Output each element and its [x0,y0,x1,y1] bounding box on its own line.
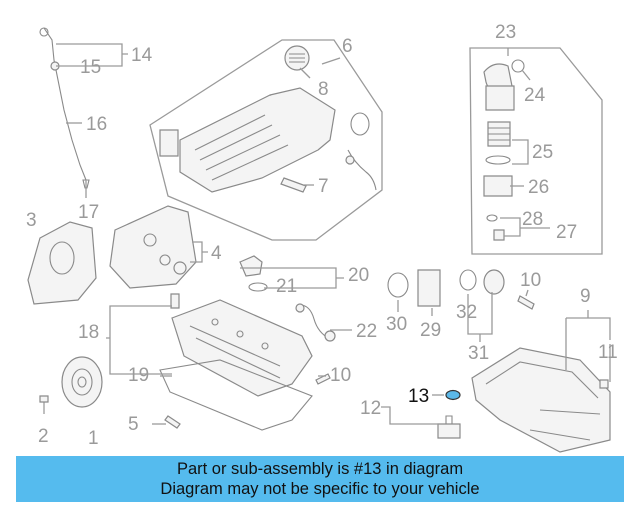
breather-pipe-part [295,303,336,342]
callout-5: 5 [128,414,139,435]
callout-28: 28 [522,209,543,230]
callout-22: 22 [356,321,377,342]
callout-10b: 10 [520,270,541,291]
callout-29: 29 [420,320,441,341]
washer-13-highlight[interactable] [445,389,461,401]
bolt-part [39,395,49,414]
callout-3: 3 [26,210,37,231]
callout-17: 17 [78,202,99,223]
callout-30: 30 [386,314,407,335]
callout-20: 20 [348,265,369,286]
callout-26: 26 [528,177,549,198]
valve-cover-part [159,293,313,431]
callout-8: 8 [318,79,329,100]
leader-lines [56,43,611,425]
callout-24: 24 [524,85,546,106]
callout-9: 9 [580,286,591,307]
callout-labels: 14 15 16 17 6 8 7 3 4 20 21 18 22 19 10 … [26,22,618,449]
banner-line-1: Part or sub-assembly is #13 in diagram [176,460,464,478]
engine-cover-part [109,205,197,289]
callout-13: 13 [408,386,429,407]
dipstick-part [39,27,90,189]
callout-11: 11 [598,342,618,363]
parts-diagram: 14 15 16 17 6 8 7 3 4 20 21 18 22 19 10 … [26,22,618,453]
drain-plug-part [437,415,461,439]
timing-cover-part [27,221,97,305]
callout-12: 12 [360,398,381,419]
info-banner: Part or sub-assembly is #13 in diagram D… [16,456,624,502]
oil-filter-box [469,47,603,255]
sensor-part [239,255,268,292]
callout-10: 10 [330,365,351,386]
callout-19: 19 [128,365,149,386]
callout-31: 31 [468,343,489,364]
callout-21: 21 [276,276,297,297]
callout-16: 16 [86,114,107,135]
callout-23: 23 [495,22,516,43]
oil-cooler-part [387,269,505,307]
callout-18: 18 [78,322,99,343]
callout-2: 2 [38,426,49,447]
callout-6: 6 [342,36,353,57]
callout-15: 15 [80,57,101,78]
stud-part [164,415,181,429]
callout-4: 4 [211,243,222,264]
callout-25: 25 [532,142,553,163]
banner-line-2: Diagram may not be specific to your vehi… [160,480,480,498]
oil-pan-part [471,295,611,453]
callout-14: 14 [131,45,153,66]
pulley-part [61,356,103,408]
callout-32: 32 [456,302,477,323]
intake-manifold-part [149,39,383,241]
callout-7: 7 [318,176,329,197]
callout-27: 27 [556,222,577,243]
callout-1: 1 [88,428,99,449]
